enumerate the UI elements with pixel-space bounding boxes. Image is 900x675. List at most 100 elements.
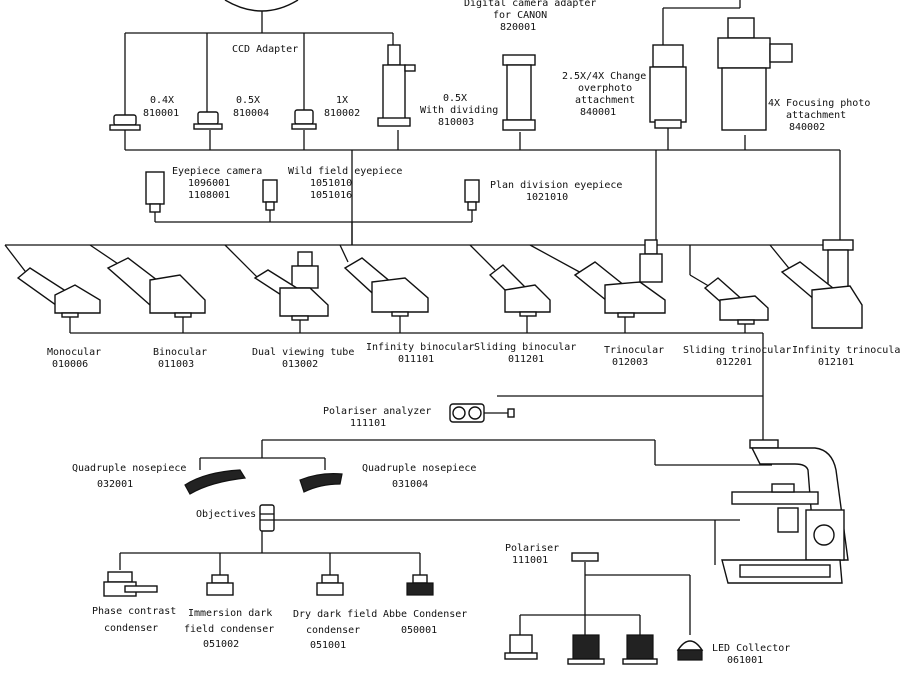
microscope-stand-icon — [721, 439, 849, 584]
immersion-dark-name: Immersion dark — [188, 608, 272, 619]
nosepiece-right-code: 031004 — [392, 479, 428, 490]
condenser-group — [103, 571, 434, 597]
polariser-analyzer-icon — [449, 403, 515, 423]
dry-dark-name: Dry dark field — [293, 609, 377, 620]
binocular-head-icon — [106, 257, 206, 318]
adapter-05x-dividing-name: 0.5X — [443, 93, 467, 104]
sliding-binocular-code: 011201 — [508, 354, 544, 365]
objectives-label: Objectives — [196, 509, 256, 520]
change-attachment-icon — [649, 44, 687, 129]
nosepiece-left-code: 032001 — [97, 479, 133, 490]
focusing-attachment-name: 4X Focusing photo — [768, 98, 870, 109]
phase-contrast-line2: condenser — [104, 623, 158, 634]
binocular-name: Binocular — [153, 347, 207, 358]
ccd-camera-icon — [224, 0, 299, 12]
adapter-1x-code: 810002 — [324, 108, 360, 119]
trinocular-code: 012003 — [612, 357, 648, 368]
dry-dark-line2: condenser — [306, 625, 360, 636]
eyepiece-camera-icon — [145, 171, 165, 213]
adapter-05x-dividing-desc: With dividing — [420, 105, 498, 116]
sliding-binocular-name: Sliding binocular — [474, 342, 576, 353]
dual-viewing-head-icon — [253, 251, 329, 321]
adapter-05x-dividing-icon — [377, 44, 416, 127]
wild-field-eyepiece-name: Wild field eyepiece — [288, 166, 402, 177]
eyepiece-camera-code2: 1108001 — [188, 190, 230, 201]
adapter-1x-name: 1X — [336, 95, 348, 106]
nosepiece-right-name: Quadruple nosepiece — [362, 463, 476, 474]
change-attachment-line3: attachment — [575, 95, 635, 106]
immersion-dark-line2: field condenser — [184, 624, 274, 635]
collector-group — [504, 552, 704, 665]
focusing-attachment-icon — [717, 17, 793, 131]
canon-adapter-name: Digital camera adapter — [464, 0, 596, 9]
infinity-binocular-head-icon — [343, 257, 429, 317]
change-attachment-code: 840001 — [580, 107, 616, 118]
adapter-04x-code: 810001 — [143, 108, 179, 119]
adapter-05x-icon — [193, 111, 223, 130]
wild-field-eyepiece-code1: 1051010 — [310, 178, 352, 189]
adapter-05x-name: 0.5X — [236, 95, 260, 106]
labels: CCD Adapter 0.4X 810001 0.5X 810004 1X 8… — [47, 0, 900, 666]
eyepiece-group — [145, 171, 480, 213]
connector-lines — [4, 0, 841, 635]
dry-dark-field-condenser-icon — [316, 574, 344, 596]
monocular-code: 010006 — [52, 359, 88, 370]
objective-icon — [259, 504, 275, 532]
polariser-analyzer-name: Polariser analyzer — [323, 406, 431, 417]
sliding-trinocular-name: Sliding trinocular — [683, 345, 791, 356]
dual-viewing-name: Dual viewing tube — [252, 347, 354, 358]
collector-3-icon — [622, 634, 658, 665]
collector-1-icon — [504, 634, 538, 660]
adapter-05x-code: 810004 — [233, 108, 269, 119]
middle-accessories — [184, 403, 515, 532]
binocular-code: 011003 — [158, 359, 194, 370]
eyepiece-camera-name: Eyepiece camera — [172, 166, 262, 177]
dual-viewing-code: 013002 — [282, 359, 318, 370]
dry-dark-code: 051001 — [310, 640, 346, 651]
change-attachment-line2: overphoto — [578, 83, 632, 94]
focusing-attachment-code: 840002 — [789, 122, 825, 133]
eyepiece-camera-code1: 1096001 — [188, 178, 230, 189]
canon-adapter-code: 820001 — [500, 22, 536, 33]
adapter-1x-icon — [291, 109, 317, 130]
abbe-condenser-icon — [406, 574, 434, 596]
led-collector-code: 061001 — [727, 655, 763, 666]
focusing-attachment-line2: attachment — [786, 110, 846, 121]
sliding-trinocular-code: 012201 — [716, 357, 752, 368]
led-collector-icon — [676, 640, 704, 661]
infinity-trinocular-name: Infinity trinocular — [792, 345, 900, 356]
polariser-code: 111001 — [512, 555, 548, 566]
polariser-name: Polariser — [505, 543, 559, 554]
canon-adapter-icon — [502, 54, 536, 131]
camera-adapter-group — [109, 0, 793, 131]
nosepiece-right-icon — [299, 473, 343, 493]
plan-division-eyepiece-icon — [464, 179, 480, 211]
infinity-binocular-name: Infinity binocular — [366, 342, 474, 353]
collector-2-icon — [567, 634, 605, 665]
plan-division-eyepiece-code: 1021010 — [526, 192, 568, 203]
adapter-05x-dividing-code: 810003 — [438, 117, 474, 128]
phase-contrast-name: Phase contrast — [92, 606, 176, 617]
immersion-dark-code: 051002 — [203, 639, 239, 650]
sliding-binocular-head-icon — [488, 264, 551, 317]
wild-field-eyepiece-code2: 1051016 — [310, 190, 352, 201]
infinity-trinocular-head-icon — [780, 239, 863, 329]
abbe-condenser-code: 050001 — [401, 625, 437, 636]
abbe-condenser-name: Abbe Condenser — [383, 609, 467, 620]
monocular-head-icon — [16, 267, 101, 318]
phase-contrast-condenser-icon — [103, 571, 158, 597]
trinocular-name: Trinocular — [604, 345, 664, 356]
infinity-binocular-code: 011101 — [398, 354, 434, 365]
wild-field-eyepiece-icon — [262, 179, 278, 211]
nosepiece-left-name: Quadruple nosepiece — [72, 463, 186, 474]
polariser-analyzer-code: 111101 — [350, 418, 386, 429]
sliding-trinocular-head-icon — [703, 277, 769, 325]
canon-adapter-desc: for CANON — [493, 10, 547, 21]
change-attachment-name: 2.5X/4X Change — [562, 71, 646, 82]
immersion-dark-field-condenser-icon — [206, 574, 234, 596]
monocular-name: Monocular — [47, 347, 101, 358]
nosepiece-left-icon — [184, 469, 247, 495]
trinocular-head-icon — [573, 239, 666, 318]
